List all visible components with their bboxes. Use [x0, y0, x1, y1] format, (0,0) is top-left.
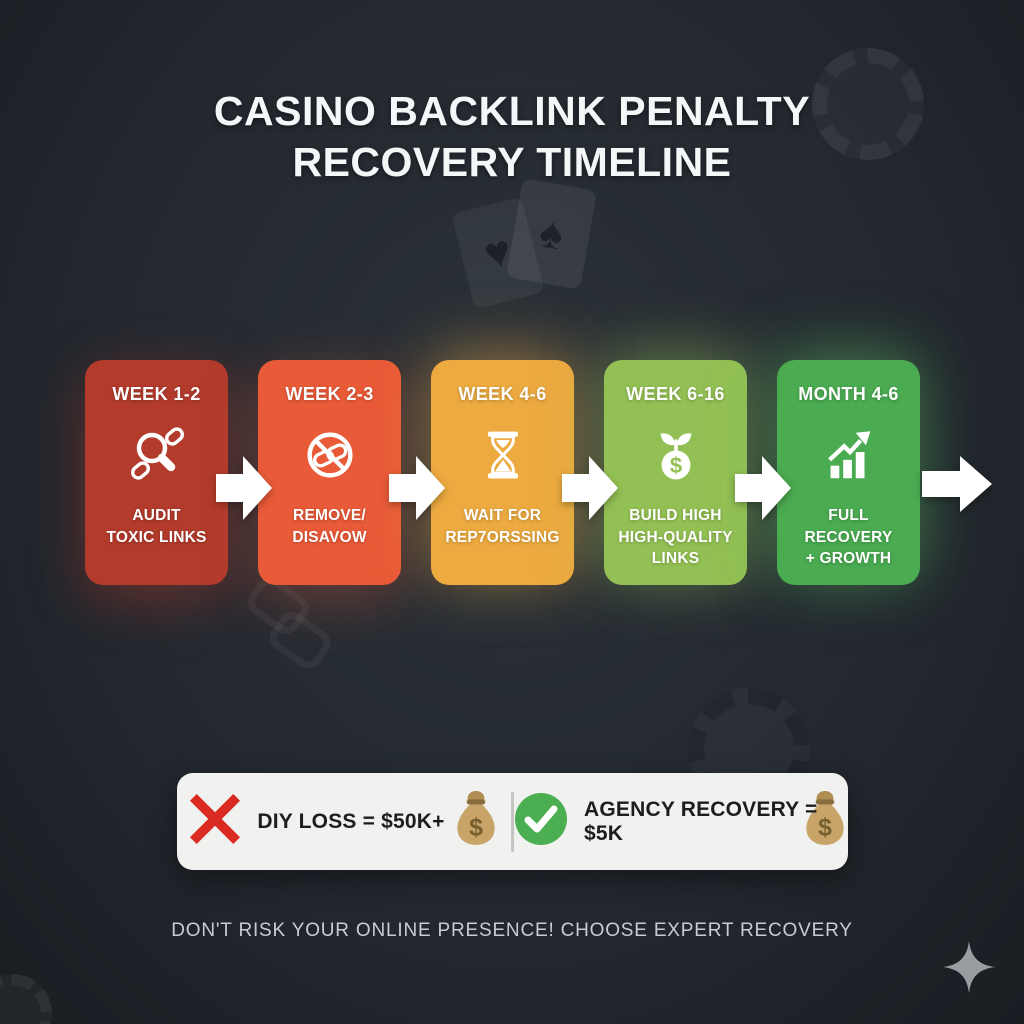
arrow-icon: [922, 452, 992, 521]
agency-recovery-label: AGENCY RECOVERY = $5K: [584, 797, 818, 845]
footer-tagline: DON'T RISK YOUR ONLINE PRESENCE! CHOOSE …: [171, 920, 853, 941]
timeline-step-recovery: MONTH 4-6 FULL RECOVERY + GROWTH: [777, 360, 920, 585]
money-sprout-icon: $: [610, 415, 741, 495]
timeline-step-audit: WEEK 1-2 AUDIT TOXIC LINKS: [85, 360, 228, 585]
recovery-timeline: WEEK 1-2 AUDIT TOXIC LINKS WEEK 2-3: [85, 360, 920, 585]
step-period: WEEK 1-2: [112, 384, 201, 404]
diy-loss-label: DIY LOSS = $50K+: [257, 809, 445, 833]
step-period: WEEK 4-6: [458, 384, 547, 404]
green-check-icon: [514, 792, 568, 851]
svg-text:$: $: [818, 815, 832, 842]
step-label: REMOVE/ DISAVOW: [292, 507, 367, 546]
page-title: CASINO BACKLINK PENALTY RECOVERY TIMELIN…: [0, 86, 1024, 189]
step-label: AUDIT TOXIC LINKS: [106, 507, 207, 546]
chip-ring-icon: [0, 974, 52, 1024]
arrow-icon: [562, 450, 618, 531]
no-link-icon: [264, 415, 395, 495]
step-period: WEEK 2-3: [285, 384, 374, 404]
growth-chart-icon: [783, 415, 914, 495]
svg-text:$: $: [469, 815, 483, 842]
hourglass-icon: [437, 415, 568, 495]
money-bag-icon: $: [802, 790, 848, 853]
step-label: FULL RECOVERY + GROWTH: [804, 507, 893, 568]
page-title-line1: CASINO BACKLINK PENALTY: [213, 88, 811, 134]
step-period: WEEK 6-16: [626, 384, 725, 404]
diy-loss-item: DIY LOSS = $50K+ $: [177, 773, 511, 870]
timeline-step-remove: WEEK 2-3 REMOVE/ DISAVOW: [258, 360, 401, 585]
step-label: BUILD HIGH HIGH-QUALITY LINKS: [618, 507, 733, 568]
playing-card-decoration: ♠: [505, 178, 598, 290]
magnifier-chain-icon: [91, 415, 222, 495]
step-label: WAIT FOR REP7ORSSING: [445, 507, 560, 546]
money-bag-icon: $: [453, 790, 499, 853]
cost-comparison-panel: DIY LOSS = $50K+ $ AGENCY RECOVERY = $5K: [177, 773, 848, 870]
sparkle-icon: [940, 938, 998, 1001]
agency-recovery-item: AGENCY RECOVERY = $5K $: [514, 773, 848, 870]
panel-divider: [511, 791, 514, 852]
page-title-line2: RECOVERY TIMELINE: [292, 139, 732, 186]
step-period: MONTH 4-6: [798, 384, 899, 404]
timeline-step-wait: WEEK 4-6 WAIT FOR REP7ORSSING: [431, 360, 574, 585]
spade-pip-icon: ♠: [535, 207, 568, 260]
arrow-icon: [735, 450, 791, 531]
arrow-icon: [216, 450, 272, 531]
casino-chip-decoration: [0, 974, 52, 1024]
arrow-icon: [389, 450, 445, 531]
red-x-icon: [189, 793, 241, 850]
svg-text:$: $: [669, 453, 681, 478]
timeline-step-build: WEEK 6-16 $ BUILD HIGH HIGH-QUALITY LINK…: [604, 360, 747, 585]
